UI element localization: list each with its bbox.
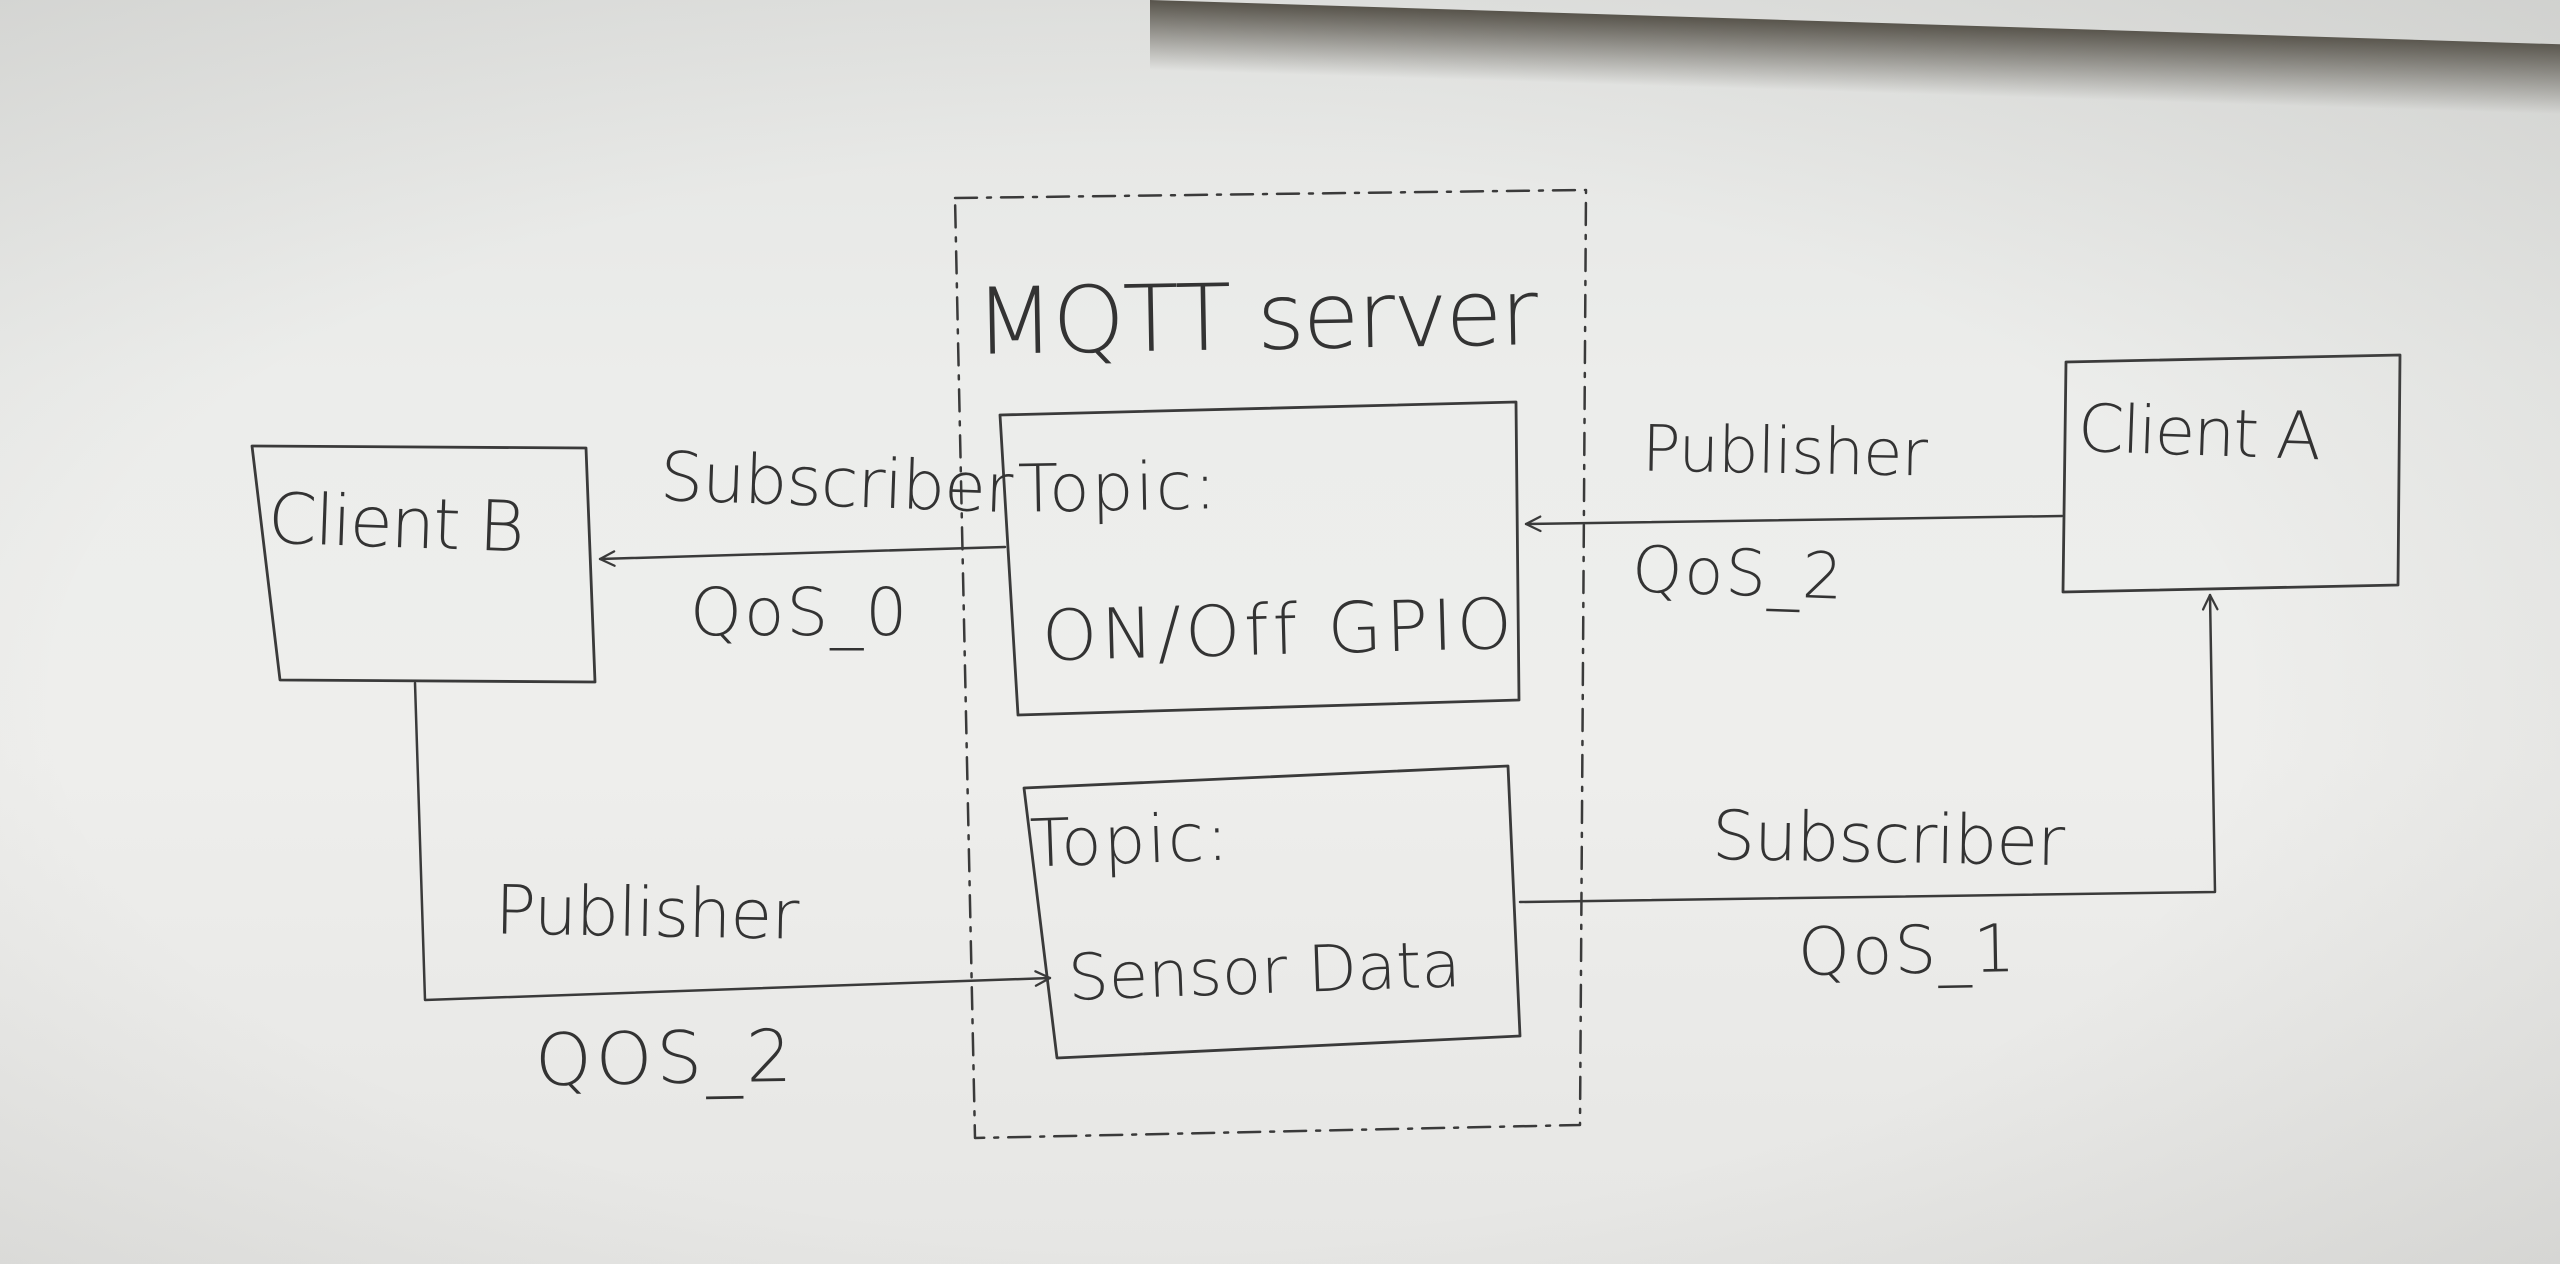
topic-gpio-name: ON/Off GPIO (1041, 582, 1517, 678)
arrow-gpio-to-client-b (598, 545, 1007, 567)
topic-box-gpio (998, 400, 1521, 717)
topic-sensor-prefix: Topic: (1028, 798, 1232, 883)
conn-b-pub-qos: QOS_2 (534, 1013, 797, 1103)
server-title: MQTT server (974, 259, 1537, 376)
conn-a-sub-qos: QoS_1 (1797, 910, 2018, 991)
client-b-box (250, 444, 597, 684)
conn-b-sub-role: Subscriber (658, 437, 1014, 530)
topic-box-sensor (1022, 764, 1522, 1060)
arrow-client-a-to-gpio (1524, 514, 2064, 533)
conn-a-pub-role: Publisher (1641, 412, 1928, 492)
topic-sensor-name: Sensor Data (1066, 928, 1462, 1016)
conn-a-sub-role: Subscriber (1711, 796, 2065, 883)
conn-b-pub-role: Publisher (494, 871, 799, 956)
client-b-label: Client B (266, 477, 525, 569)
arrow-client-b-to-sensor (413, 681, 1052, 1002)
topic-gpio-prefix: Topic: (1017, 447, 1219, 528)
client-a-label: Client A (2076, 389, 2321, 476)
server-boundary (953, 188, 1588, 1140)
conn-a-pub-qos: QoS_2 (1630, 533, 1847, 615)
client-a-box (2061, 353, 2402, 594)
arrow-sensor-to-client-a (1518, 593, 2219, 904)
conn-b-sub-qos: QoS_0 (690, 574, 910, 651)
